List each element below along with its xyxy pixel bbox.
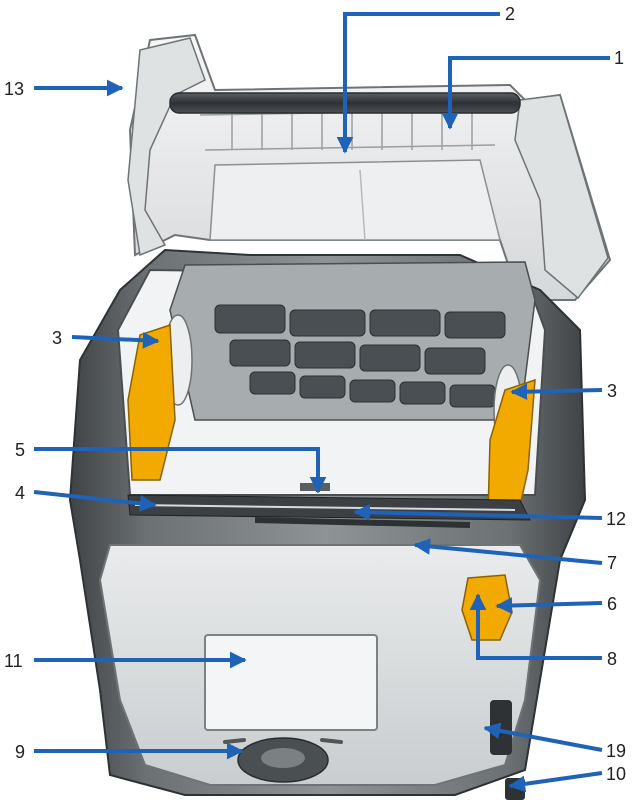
callout-3-right: 3 bbox=[607, 381, 617, 401]
media-door-release-latch bbox=[461, 574, 513, 641]
arrow-19 bbox=[483, 722, 603, 752]
callout-arrows bbox=[33, 12, 610, 793]
printer-lid bbox=[127, 33, 612, 301]
callout-11: 11 bbox=[4, 651, 23, 671]
arrow-12 bbox=[353, 503, 603, 521]
side-port-cover bbox=[490, 700, 512, 755]
callout-3-left: 3 bbox=[52, 328, 62, 348]
callout-19: 19 bbox=[606, 741, 626, 761]
callout-8: 8 bbox=[607, 649, 617, 669]
callout-1: 1 bbox=[614, 48, 624, 68]
arrow-4 bbox=[33, 490, 157, 512]
arrow-1 bbox=[441, 56, 610, 130]
callout-4: 4 bbox=[15, 483, 25, 503]
callout-13: 13 bbox=[4, 79, 24, 99]
arrow-7 bbox=[413, 538, 603, 565]
callout-2: 2 bbox=[505, 4, 515, 24]
arrow-10 bbox=[508, 771, 603, 793]
printer-front-panel bbox=[98, 544, 542, 800]
callout-12: 12 bbox=[606, 509, 626, 529]
display-screen bbox=[204, 634, 378, 731]
callout-6: 6 bbox=[607, 594, 617, 614]
arrow-2 bbox=[336, 12, 500, 154]
arrow-3-left bbox=[71, 331, 160, 349]
callout-5: 5 bbox=[15, 440, 25, 460]
arrow-5 bbox=[34, 447, 327, 494]
arrow-3-right bbox=[510, 383, 603, 401]
callout-9: 9 bbox=[15, 742, 25, 762]
callout-labels: 1 2 13 3 3 5 4 12 7 11 6 8 9 19 10 bbox=[4, 4, 626, 784]
arrow-6 bbox=[495, 597, 603, 614]
callout-10: 10 bbox=[606, 764, 626, 784]
callout-7: 7 bbox=[607, 553, 617, 573]
arrow-8 bbox=[469, 593, 602, 660]
